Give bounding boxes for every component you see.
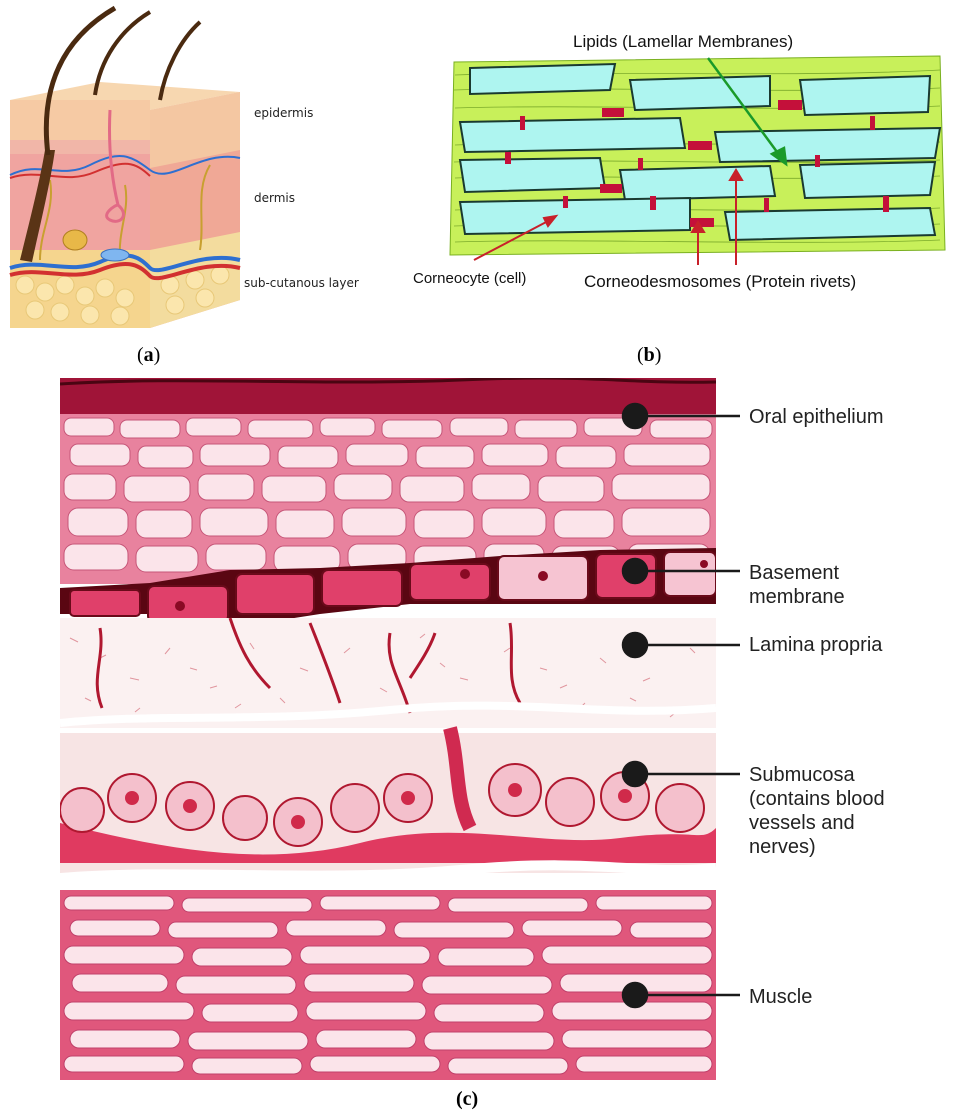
panel-c-caption: (c)	[456, 1088, 478, 1111]
label-lamina-propria: Lamina propria	[749, 633, 882, 657]
label-submucosa-4: nerves)	[749, 835, 816, 859]
label-dermis: dermis	[254, 191, 295, 205]
label-submucosa-1: Submucosa	[749, 763, 855, 787]
stratum-corneum-illustration	[440, 50, 960, 270]
label-basement-membrane-2: membrane	[749, 585, 845, 609]
label-corneocyte: Corneocyte (cell)	[413, 270, 526, 287]
callout-leaders	[600, 378, 750, 1080]
label-submucosa-2: (contains blood	[749, 787, 885, 811]
panel-c-tag: (c)	[456, 1088, 478, 1110]
label-corneodesmosomes: Corneodesmosomes (Protein rivets)	[584, 272, 856, 292]
label-basement-membrane-1: Basement	[749, 561, 839, 585]
label-lipids: Lipids (Lamellar Membranes)	[573, 32, 793, 52]
label-subcutaneous-layer: sub-cutanous layer	[244, 276, 359, 290]
panel-b-tag: b	[644, 344, 655, 366]
label-epidermis: epidermis	[254, 106, 313, 120]
panel-b	[440, 50, 960, 270]
panel-a-caption: (a)	[137, 344, 160, 367]
panel-b-caption: (b)	[637, 344, 661, 367]
panel-a-tag: a	[144, 344, 154, 366]
label-submucosa-3: vessels and	[749, 811, 855, 835]
label-muscle: Muscle	[749, 985, 812, 1009]
label-oral-epithelium: Oral epithelium	[749, 405, 884, 429]
